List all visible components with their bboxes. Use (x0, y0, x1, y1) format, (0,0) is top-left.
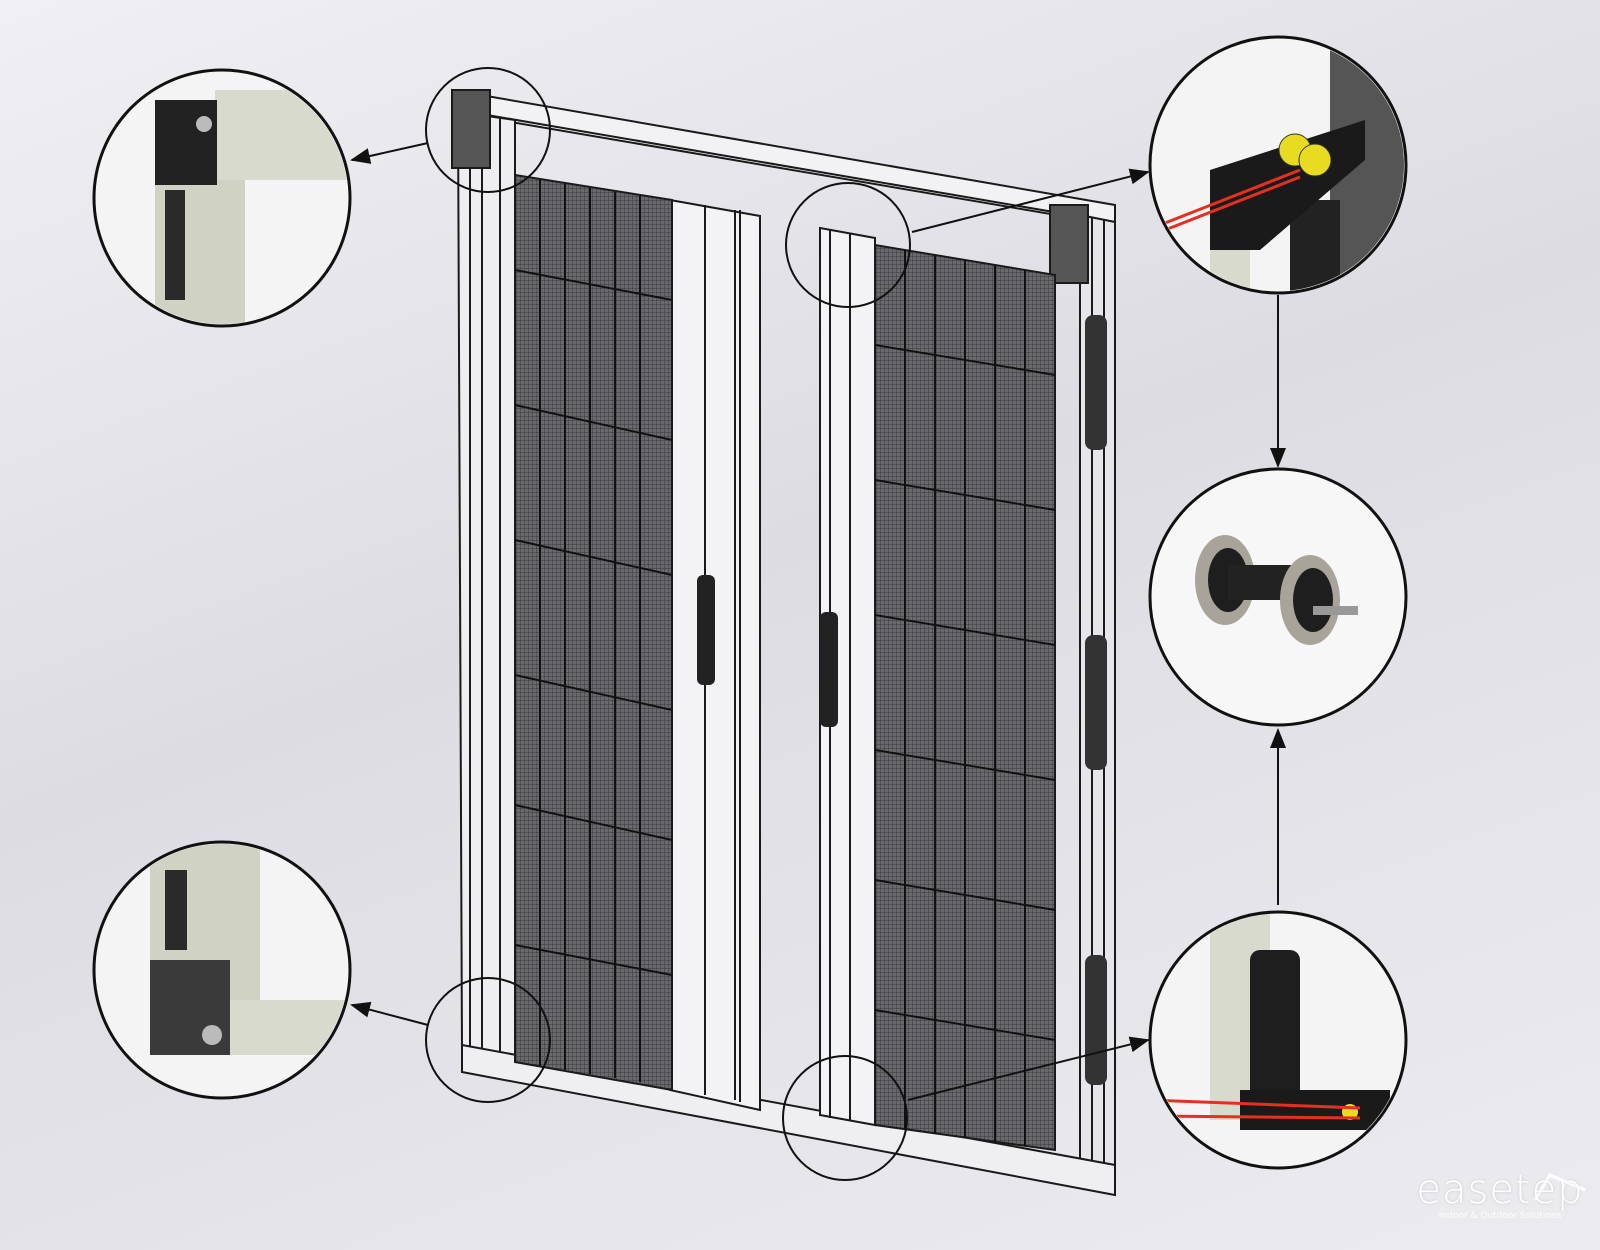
handle-left (697, 575, 715, 685)
mesh-panel-left (514, 173, 673, 1092)
detail-top-right-pulley (1148, 35, 1408, 295)
logo-brand: easetep (1416, 1167, 1584, 1213)
detail-bottom-right-guide (1148, 910, 1408, 1170)
detail-roller-wheel (1148, 467, 1408, 727)
detail-top-left-corner (92, 68, 352, 328)
side-guides (1085, 315, 1107, 1085)
logo-tagline: Indoor & Outdoor Solutions (1438, 1211, 1562, 1221)
watermark-logo: easetep Indoor & Outdoor Solutions (1410, 1170, 1590, 1222)
handle-right (820, 612, 838, 727)
logo-house-icon (1533, 1173, 1586, 1201)
mesh-panel-right (874, 243, 1056, 1152)
callout-markers (425, 67, 911, 1181)
callout-arrows (350, 142, 1286, 1101)
detail-bottom-left-corner (92, 840, 352, 1100)
